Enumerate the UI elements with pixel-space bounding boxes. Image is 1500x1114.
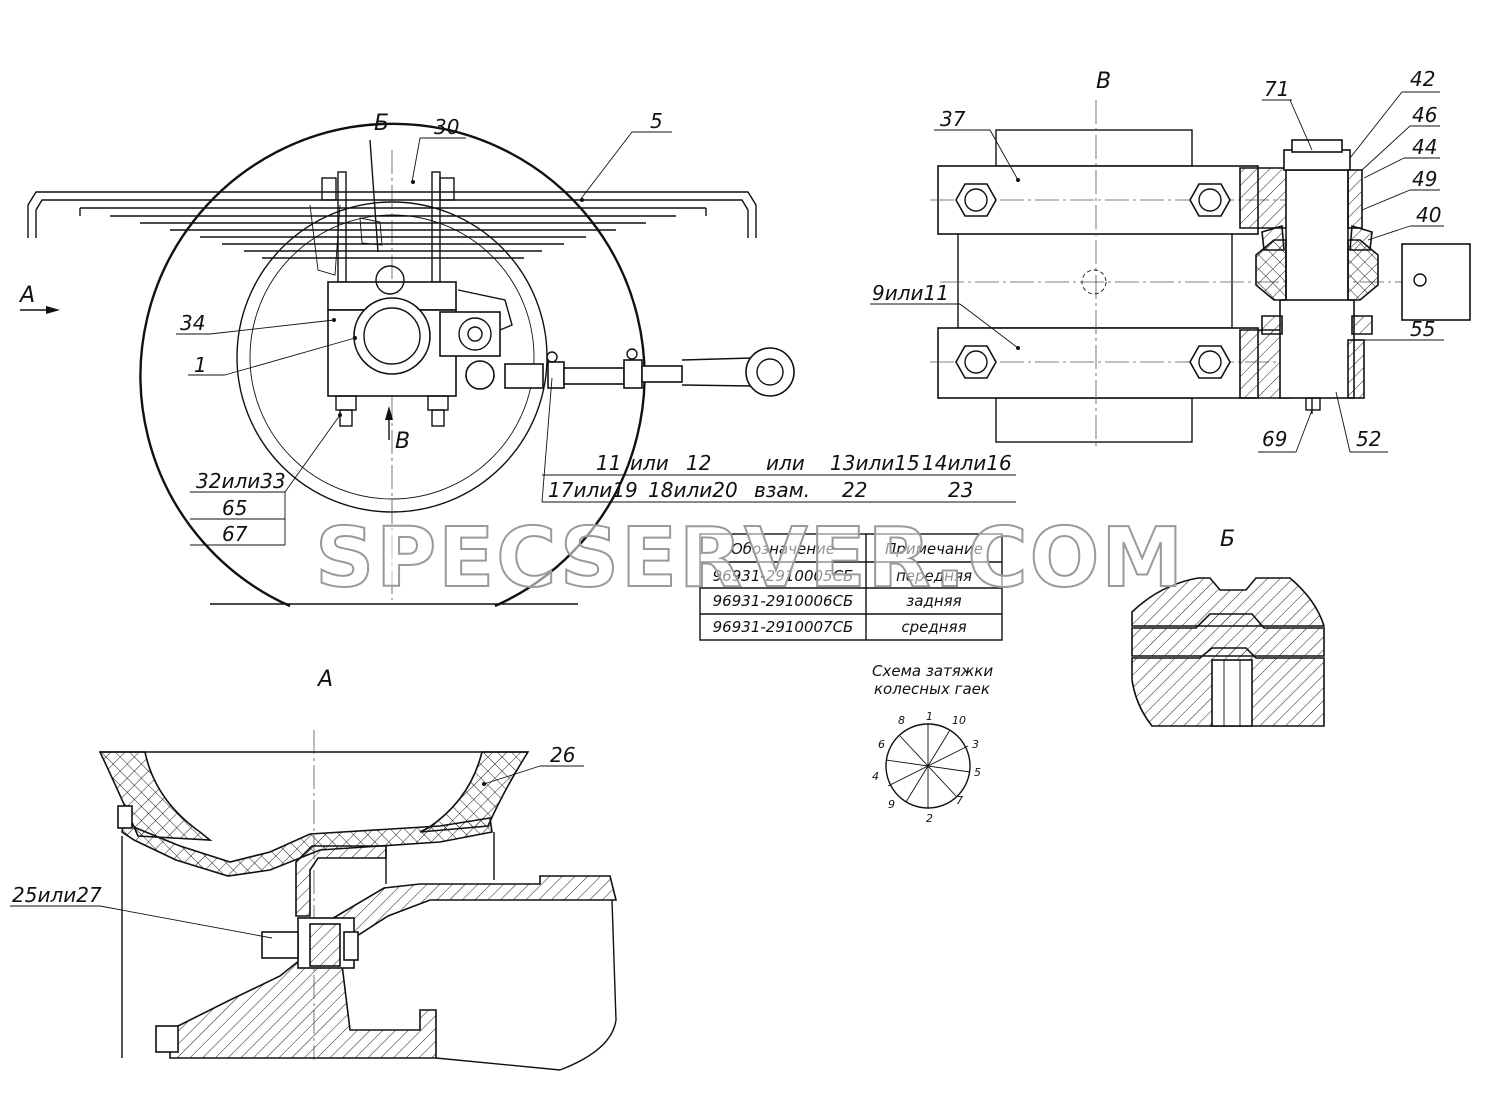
- callout-40: 40: [1416, 203, 1441, 227]
- view-v-arrow-label: В: [395, 429, 410, 454]
- scheme-num-9: 9: [888, 798, 895, 811]
- callout-52: 52: [1356, 427, 1381, 451]
- svg-text:23: 23: [948, 478, 973, 502]
- scheme-title-line1: Схема затяжки: [872, 662, 993, 680]
- scheme-num-5: 5: [974, 766, 981, 779]
- callout-42: 42: [1410, 67, 1435, 91]
- variant-table: Обозначение Примечание 96931-2910005СБ п…: [699, 533, 1003, 641]
- callout-34: 34: [180, 311, 205, 335]
- table-row-1-note: передняя: [896, 567, 972, 585]
- table-row-2-note: задняя: [906, 592, 961, 610]
- callout-46: 46: [1412, 103, 1437, 127]
- scheme-num-2: 2: [926, 812, 933, 825]
- view-v-leaders: [870, 91, 1444, 453]
- view-a-arrow-label: А: [18, 283, 35, 308]
- callout-65: 65: [222, 496, 247, 520]
- svg-text:взам.: взам.: [754, 478, 810, 502]
- callout-30: 30: [434, 115, 459, 139]
- nuts: [955, 183, 1231, 379]
- callout-37: 37: [940, 107, 966, 131]
- table-header-designation: Обозначение: [731, 540, 835, 558]
- main-view: А В Б 5 30 34 1 32или33: [18, 109, 1016, 608]
- view-v-title: В: [1096, 69, 1111, 94]
- svg-text:14или16: 14или16: [922, 451, 1012, 475]
- section-b: Б: [1131, 527, 1326, 727]
- callout-67: 67: [222, 522, 248, 546]
- callout-71: 71: [1264, 77, 1289, 101]
- tightening-scheme: Схема затяжки колесных гаек 1 10 3 5 7 2…: [872, 662, 993, 825]
- variant-row-2: 17или19 18или20 взам. 22 23: [548, 478, 973, 502]
- scheme-num-1: 1: [926, 710, 933, 723]
- scheme-num-3: 3: [972, 738, 979, 751]
- callout-26: 26: [550, 743, 575, 767]
- svg-text:или: или: [766, 451, 805, 475]
- wheel-outline: [139, 122, 646, 608]
- variant-row-1: 11 или 12 или 13или15 14или16: [596, 451, 1012, 475]
- table-row-3-designation: 96931-2910007СБ: [713, 618, 854, 636]
- callout-1: 1: [194, 353, 207, 377]
- table-header-note: Примечание: [885, 540, 983, 558]
- leader-lines: [176, 131, 1016, 546]
- svg-text:12: 12: [686, 451, 711, 475]
- table-row-2-designation: 96931-2910006СБ: [713, 592, 854, 610]
- scheme-title-line2: колесных гаек: [874, 680, 990, 698]
- svg-text:13или15: 13или15: [830, 451, 920, 475]
- svg-text:22: 22: [842, 478, 867, 502]
- view-a: А 26 25или27: [10, 667, 618, 1071]
- callout-49: 49: [1412, 167, 1437, 191]
- axle-assembly: [309, 171, 457, 427]
- section-b-mark: Б: [374, 111, 389, 136]
- callout-69: 69: [1262, 427, 1287, 451]
- scheme-num-7: 7: [956, 794, 963, 807]
- table-row-3-note: средняя: [901, 618, 966, 636]
- scheme-num-4: 4: [872, 770, 879, 783]
- scheme-num-6: 6: [878, 738, 885, 751]
- view-a-leaders: [10, 765, 584, 939]
- svg-text:18или20: 18или20: [648, 478, 738, 502]
- svg-text:или: или: [630, 451, 669, 475]
- leaf-spring: [27, 191, 757, 259]
- section-b-title: Б: [1220, 527, 1235, 552]
- view-v: В: [870, 67, 1471, 453]
- callout-32-33: 32или33: [196, 469, 286, 493]
- brake-linkage: [439, 289, 795, 397]
- svg-text:17или19: 17или19: [548, 478, 638, 502]
- svg-text:11: 11: [596, 451, 621, 475]
- callout-9-11: 9или11: [872, 281, 949, 305]
- scheme-num-8: 8: [898, 714, 905, 727]
- view-a-title: А: [316, 667, 333, 692]
- table-row-1-designation: 96931-2910005СБ: [713, 567, 854, 585]
- scheme-num-10: 10: [952, 714, 966, 727]
- callout-5: 5: [650, 109, 663, 133]
- callout-55: 55: [1410, 317, 1435, 341]
- callout-25-27: 25или27: [12, 883, 102, 907]
- callout-44: 44: [1412, 135, 1437, 159]
- watermark-text: SPECSERVER.COM: [315, 511, 1185, 606]
